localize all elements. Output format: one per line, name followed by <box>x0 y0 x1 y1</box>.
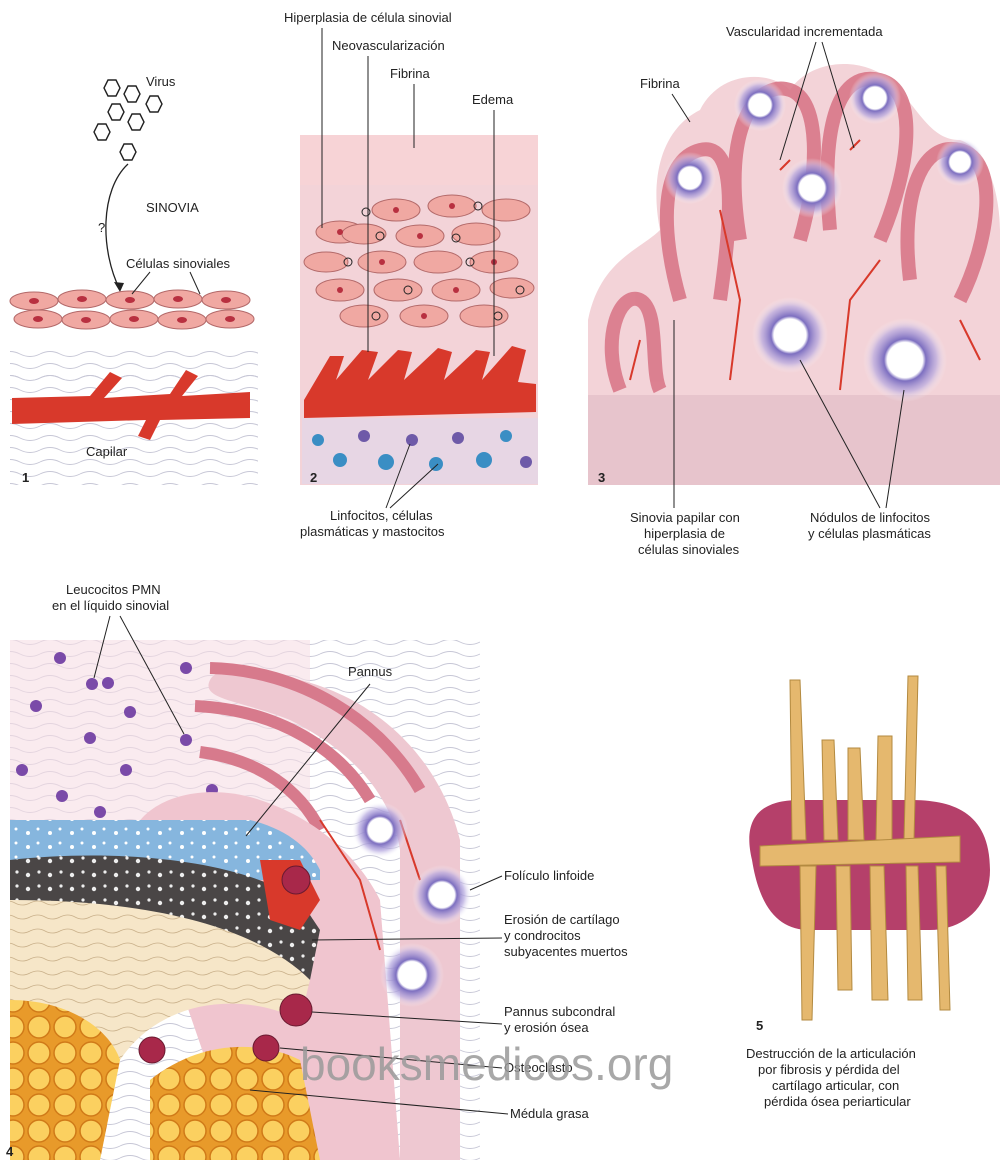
panel1-synovial-cells-label: Células sinoviales <box>126 256 231 271</box>
panel5-caption-2: por fibrosis y pérdida del <box>758 1062 900 1077</box>
panel4-follicle-label: Folículo linfoide <box>504 868 594 883</box>
panel-1: Virus SINOVIA ? Células sinoviales Capil… <box>10 74 258 485</box>
panel3-papillary-label-3: células sinoviales <box>638 542 740 557</box>
panel1-capillary-label: Capilar <box>86 444 128 459</box>
panel1-virus-arrow <box>106 164 128 290</box>
panel1-virus-label: Virus <box>146 74 176 89</box>
panel4-subchondral-label-2: y erosión ósea <box>504 1020 589 1035</box>
panel4-fatty-marrow-right <box>150 1047 320 1160</box>
panel4-erosion-label-2: y condrocitos <box>504 928 581 943</box>
panel2-hyperplasia-label: Hiperplasia de célula sinovial <box>284 10 452 25</box>
panel1-stroma <box>10 350 258 380</box>
panel3-nodules-label-1: Nódulos de linfocitos <box>810 510 930 525</box>
panel-3: Vascularidad incrementada Fibrina Sinovi… <box>588 24 1000 557</box>
panel1-synovial-cells-leader-2 <box>190 272 200 294</box>
panel3-number: 3 <box>598 470 605 485</box>
panel2-fibrin-label: Fibrina <box>390 66 431 81</box>
panel1-arrowhead <box>114 282 124 292</box>
panel4-subchondral-label-1: Pannus subcondral <box>504 1004 615 1019</box>
panel2-cells-label-1: Linfocitos, células <box>330 508 433 523</box>
panel4-erosion-label-1: Erosión de cartílago <box>504 912 620 927</box>
panel3-fibrin-label: Fibrina <box>640 76 681 91</box>
panel2-edema-label: Edema <box>472 92 514 107</box>
panel-2: Hiperplasia de célula sinovial Neovascul… <box>284 10 538 539</box>
panel4-erosion-label-3: subyacentes muertos <box>504 944 628 959</box>
panel1-virus-particles <box>94 80 162 160</box>
watermark: booksmedicos.org <box>300 1038 673 1090</box>
panel2-cells-label-2: plasmáticas y mastocitos <box>300 524 445 539</box>
panel1-connective-tissue <box>10 375 258 485</box>
panel2-number: 2 <box>310 470 317 485</box>
panel5-caption-3: cartílago articular, con <box>772 1078 899 1093</box>
panel3-papillary-label-1: Sinovia papilar con <box>630 510 740 525</box>
panel4-pmn-label-1: Leucocitos PMN <box>66 582 161 597</box>
panel5-caption-1: Destrucción de la articulación <box>746 1046 916 1061</box>
panel3-fibrin-leader <box>672 94 690 122</box>
panel5-ankylosed-bones <box>760 676 960 1020</box>
panel1-number: 1 <box>22 470 29 485</box>
panel1-synovial-cell-layer <box>10 290 254 329</box>
panel1-synovial-cells-leader <box>132 272 150 294</box>
panel5-caption-4: pérdida ósea periarticular <box>764 1094 911 1109</box>
panel3-vascularity-label: Vascularidad incrementada <box>726 24 883 39</box>
panel4-pmn-label-2: en el líquido sinovial <box>52 598 169 613</box>
panel4-marrow-label: Médula grasa <box>510 1106 590 1121</box>
panel3-deep-tissue <box>588 395 1000 485</box>
panel-5: 5 Destrucción de la articulación por fib… <box>746 676 990 1109</box>
panel2-fibrin-band <box>300 135 538 185</box>
panel4-number: 4 <box>6 1144 14 1159</box>
panel3-papillary-label-2: hiperplasia de <box>644 526 725 541</box>
panel4-pannus-label: Pannus <box>348 664 393 679</box>
panel5-number: 5 <box>756 1018 763 1033</box>
panel1-question-label: ? <box>98 220 105 235</box>
panel2-inflammatory-cells <box>302 418 538 484</box>
panel2-neovascular-label: Neovascularización <box>332 38 445 53</box>
panel3-nodules-label-2: y células plasmáticas <box>808 526 931 541</box>
panel1-synovia-label: SINOVIA <box>146 200 199 215</box>
